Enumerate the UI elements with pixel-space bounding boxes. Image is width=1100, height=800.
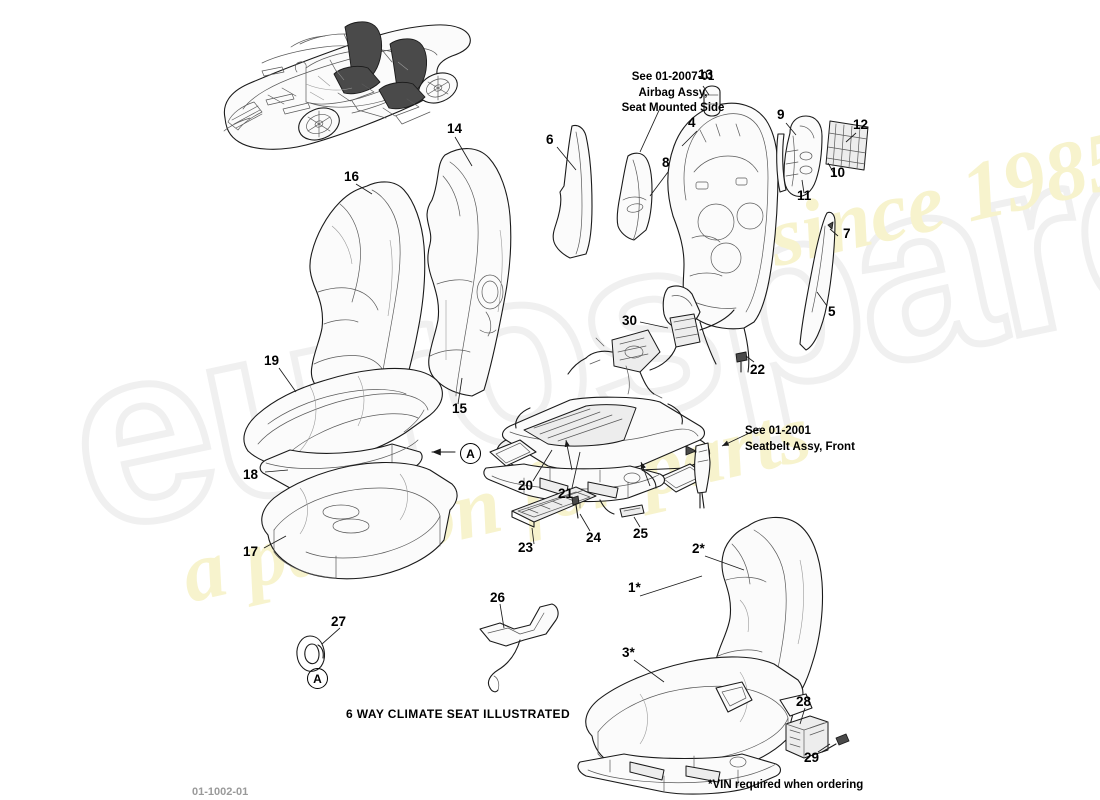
part-28-module (785, 715, 829, 759)
part-25-bracket (619, 504, 645, 518)
part-21-seat-frame (483, 396, 711, 515)
callout-18: 18 (243, 467, 259, 482)
callout-28: 28 (796, 694, 812, 709)
seatbelt-buckle (685, 442, 711, 509)
part-19-cushion-cover (243, 367, 443, 468)
part-8-lumbar-pad (616, 152, 653, 241)
part-27-grommet (296, 635, 326, 672)
callout-15: 15 (452, 401, 468, 416)
callout-16: 16 (344, 169, 360, 184)
marker-a-assembly: A (460, 443, 481, 464)
part-5-rear-panel (799, 211, 836, 351)
callout-17: 17 (243, 544, 259, 559)
callout-22: 22 (750, 362, 766, 377)
callout-5: 5 (828, 304, 836, 319)
figure-caption: 6 WAY CLIMATE SEAT ILLUSTRATED (346, 707, 571, 721)
vehicle-illustration (223, 21, 471, 150)
part-1-seat-rail (577, 753, 782, 795)
callout-1: 1* (628, 580, 641, 595)
note-seatbelt: See 01-2001 Seatbelt Assy, Front (745, 425, 855, 453)
callout-3: 3* (622, 645, 635, 660)
callout-14: 14 (447, 121, 463, 136)
callout-8: 8 (662, 155, 670, 170)
callout-30: 30 (622, 313, 638, 328)
part-12-mesh-panel (825, 120, 869, 171)
part-23-rail-cover (511, 486, 597, 528)
callout-20: 20 (518, 478, 534, 493)
part-30-control-module (567, 309, 735, 399)
callout-23: 23 (518, 540, 534, 555)
callout-12: 12 (853, 117, 869, 132)
vin-footnote: *VIN required when ordering (708, 779, 864, 791)
part-26-wiring-harness (479, 603, 559, 693)
callout-24: 24 (586, 530, 602, 545)
callout-7: 7 (843, 226, 851, 241)
part-17-cushion-base (261, 461, 458, 580)
callout-10: 10 (830, 165, 846, 180)
callout-25: 25 (633, 526, 649, 541)
callout-19: 19 (264, 353, 280, 368)
marker-a-grommet: A (307, 668, 328, 689)
callout-29: 29 (804, 750, 820, 765)
figure-id: 01-1002-01 (192, 786, 249, 798)
callout-13: 13 (698, 67, 714, 82)
part-14-backrest-frame-cover (426, 148, 512, 397)
callout-27: 27 (331, 614, 347, 629)
note-airbag: See 01-2007-01 Airbag Assy, Seat Mounted… (621, 71, 725, 115)
part-29-bolt (821, 733, 850, 753)
part-24-screw (571, 495, 580, 519)
callout-21: 21 (558, 486, 574, 501)
part-22-bolt (735, 351, 748, 373)
leader-lines (263, 85, 857, 753)
callout-26: 26 (490, 590, 506, 605)
callout-9: 9 (777, 107, 785, 122)
callout-2: 2* (692, 541, 705, 556)
part-9-headrest (776, 115, 823, 197)
part-6-side-pad (552, 124, 593, 259)
callout-11: 11 (797, 188, 812, 203)
callout-4: 4 (688, 115, 696, 130)
callout-6: 6 (546, 132, 554, 147)
